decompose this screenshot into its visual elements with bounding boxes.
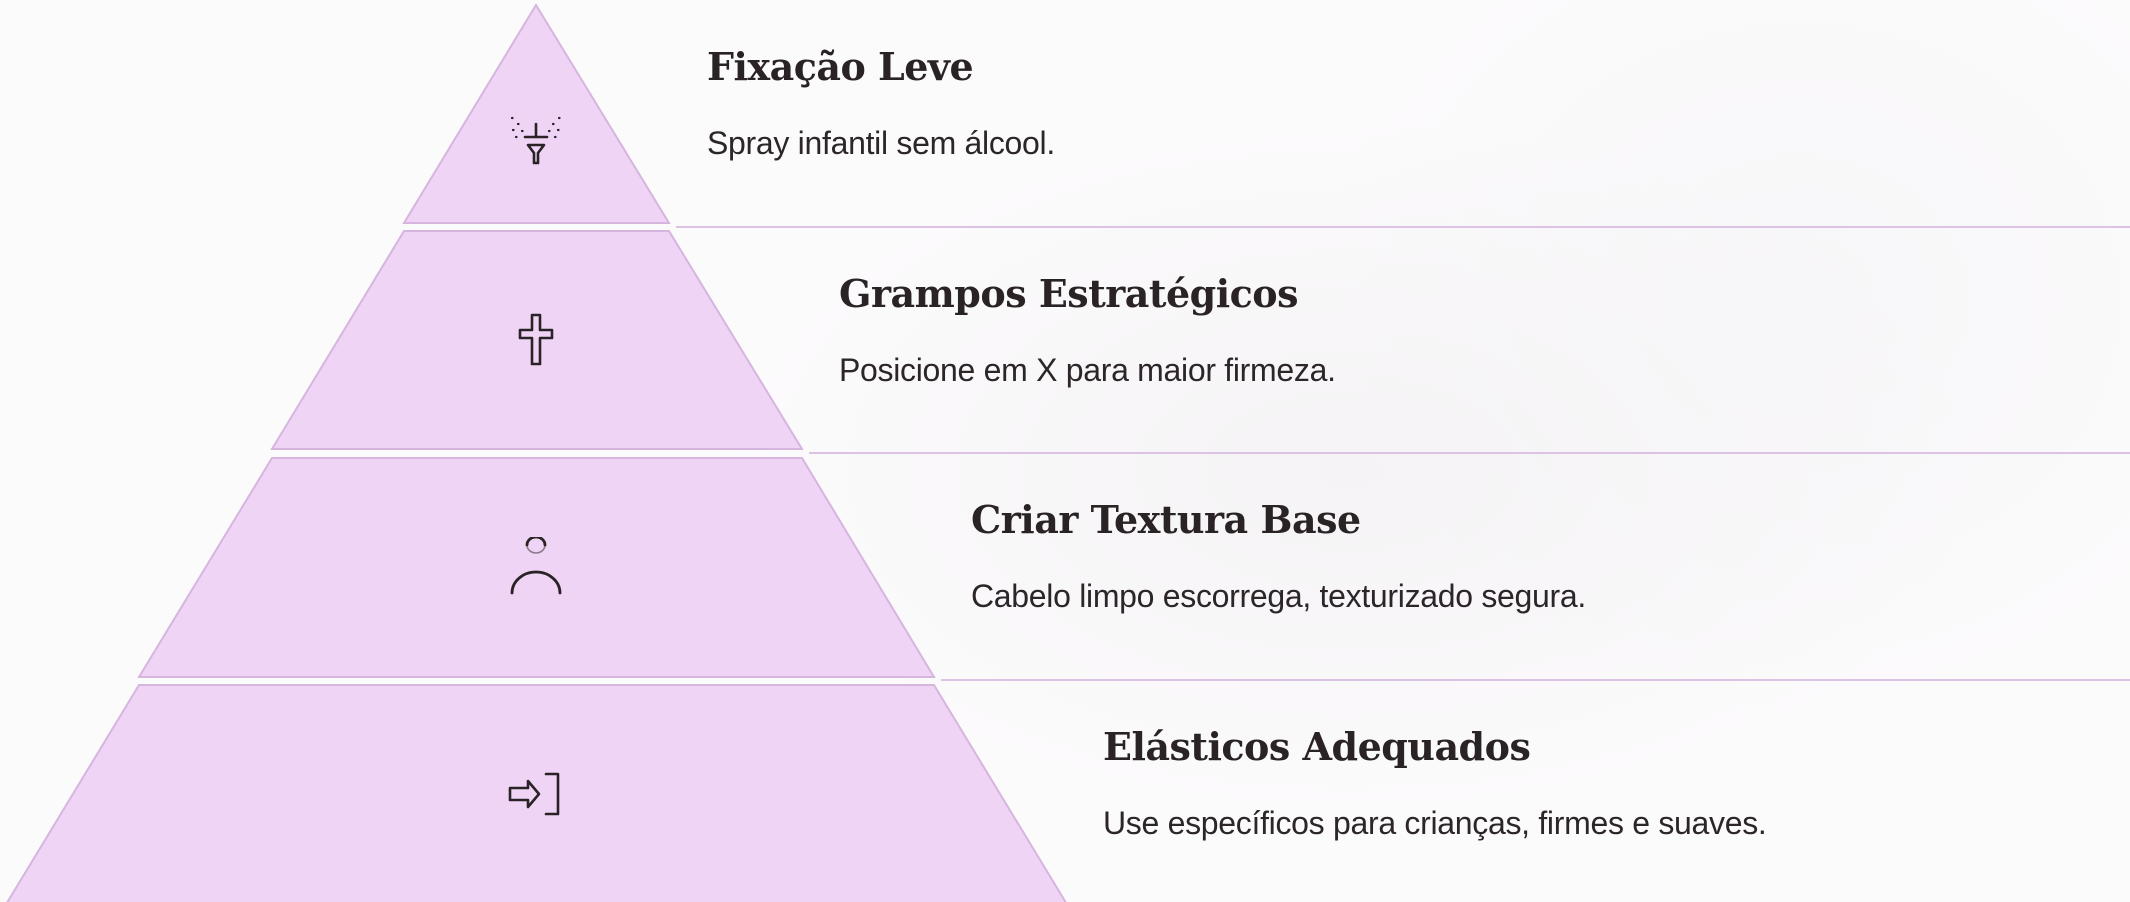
- level-3-title: Criar Textura Base: [971, 497, 1361, 542]
- login-arrow-icon: [506, 764, 566, 824]
- level-2-title: Grampos Estratégicos: [839, 271, 1299, 316]
- level-1-title: Fixação Leve: [707, 44, 974, 89]
- level-2-description: Posicione em X para maior firmeza.: [839, 352, 1336, 388]
- level-1-text: Fixação Leve Spray infantil sem álcool.: [707, 44, 1055, 162]
- pyramid-level-4: [6, 684, 1067, 902]
- spray-icon: [506, 110, 566, 170]
- cross-pin-icon: [506, 310, 566, 370]
- level-4-description: Use específicos para crianças, firmes e …: [1103, 805, 1767, 841]
- level-3-text: Criar Textura Base Cabelo limpo escorreg…: [971, 497, 1586, 615]
- level-4-text: Elásticos Adequados Use específicos para…: [1103, 724, 1767, 842]
- pyramid-level-2: [270, 230, 804, 450]
- pyramid-level-1: [402, 3, 671, 224]
- pyramid-level-3: [137, 457, 936, 678]
- level-1-description: Spray infantil sem álcool.: [707, 125, 1055, 161]
- level-4-title: Elásticos Adequados: [1103, 724, 1531, 769]
- level-2-text: Grampos Estratégicos Posicione em X para…: [839, 271, 1336, 389]
- level-3-description: Cabelo limpo escorrega, texturizado segu…: [971, 578, 1586, 614]
- person-icon: [506, 537, 566, 597]
